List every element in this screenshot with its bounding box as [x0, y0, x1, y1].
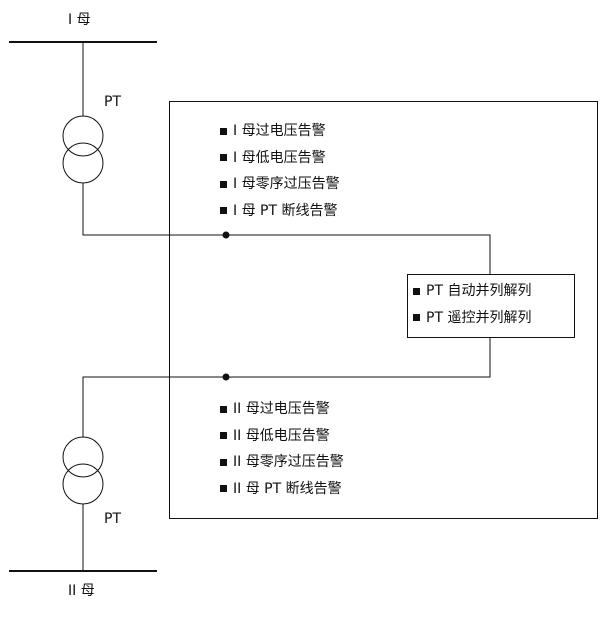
pt-top-winding-lower	[62, 142, 104, 184]
device-box	[169, 101, 598, 519]
bullet-square-icon	[220, 405, 227, 413]
bullet-square-icon	[220, 458, 227, 466]
list-item: I 母过电压告警	[220, 123, 340, 139]
control-list: PT 自动并列解列 PT 遥控并列解列	[413, 283, 531, 336]
wire-top	[82, 183, 491, 274]
bullet-square-icon	[220, 180, 227, 188]
pt-bottom-winding-upper	[62, 436, 104, 478]
bus-bottom-label: II 母	[68, 583, 95, 599]
list-item: PT 自动并列解列	[413, 283, 531, 299]
bullet-square-icon	[220, 127, 227, 135]
pt-bottom-label: PT	[104, 511, 121, 527]
list-item: II 母 PT 断线告警	[220, 481, 344, 497]
bus-top-label: I 母	[68, 12, 91, 28]
pt-bottom-winding-lower	[62, 463, 104, 505]
pt-top-winding-upper	[62, 115, 104, 157]
control-box	[407, 274, 575, 338]
bullet-square-icon	[413, 287, 420, 295]
bullet-square-icon	[220, 432, 227, 439]
bullet-square-icon	[220, 154, 227, 161]
wire-bottom	[82, 338, 491, 437]
bullet-square-icon	[413, 314, 420, 321]
pt-top-label: PT	[104, 94, 121, 110]
bullet-square-icon	[220, 207, 227, 214]
alarm-list-bus2: II 母过电压告警 II 母低电压告警 II 母零序过压告警 II 母 PT 断…	[220, 401, 344, 507]
alarm-list-bus1: I 母过电压告警 I 母低电压告警 I 母零序过压告警 I 母 PT 断线告警	[220, 123, 340, 229]
list-item: PT 遥控并列解列	[413, 310, 531, 326]
bullet-square-icon	[220, 485, 227, 492]
list-item: I 母低电压告警	[220, 150, 340, 166]
list-item: I 母 PT 断线告警	[220, 203, 340, 219]
list-item: I 母零序过压告警	[220, 176, 340, 192]
list-item: II 母零序过压告警	[220, 454, 344, 470]
list-item: II 母低电压告警	[220, 428, 344, 444]
list-item: II 母过电压告警	[220, 401, 344, 417]
junction-dot-bottom	[222, 373, 230, 381]
junction-dot-top	[222, 231, 230, 239]
